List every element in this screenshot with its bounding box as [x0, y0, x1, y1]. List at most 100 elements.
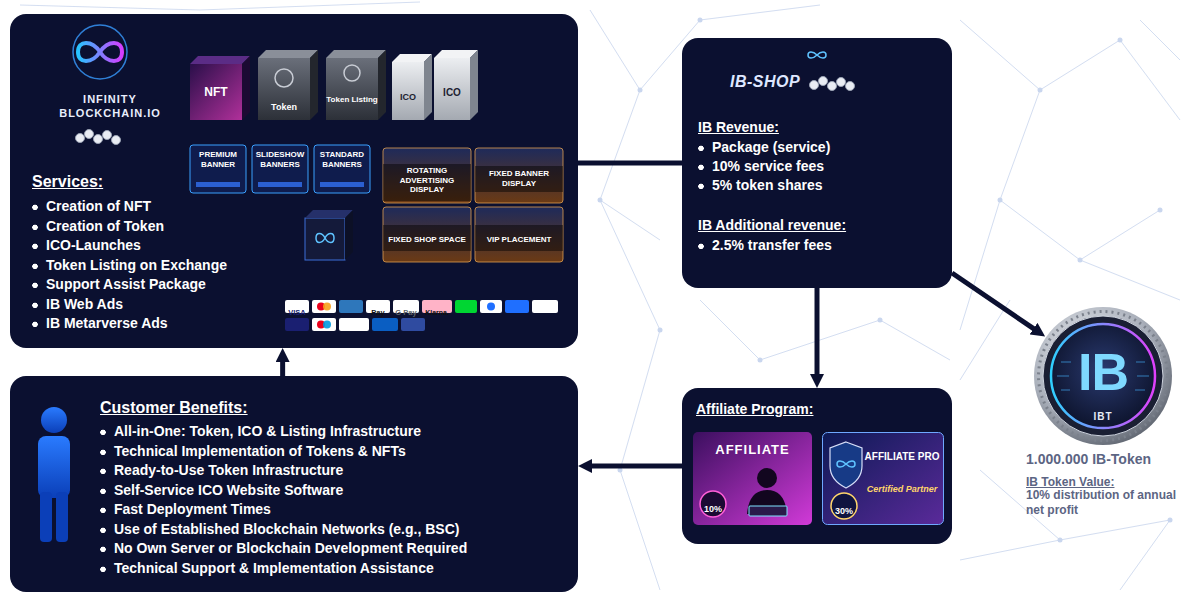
token-supply: 1.000.000 IB-Token	[1026, 451, 1151, 468]
text-slot: VIP PLACEMENT	[477, 228, 561, 246]
text-slot: G Pay	[393, 301, 419, 319]
panel-heading: Affiliate Program:	[696, 401, 813, 418]
text-slot: Ready-to-Use Token Infrastructure	[100, 461, 343, 479]
list-item: Fast Deployment Times	[100, 501, 271, 518]
affiliate-tile: AFFILIATE 10%	[693, 432, 812, 525]
list-item: Package (service)	[698, 139, 830, 156]
coin-symbol: IB	[1078, 346, 1128, 398]
flow-arrow	[952, 273, 1037, 331]
text-slot: Certified Partner	[864, 478, 940, 496]
section-heading: IB Additional revenue:	[698, 217, 846, 234]
text-slot: Support Assist Package	[32, 275, 206, 293]
affiliate-pro-tile: AFFILIATE PRO Certified Partner 30%	[822, 432, 944, 525]
text-slot: 5% token shares	[698, 176, 823, 194]
text-slot: SLIDESHOW BANNERS	[254, 150, 306, 171]
text-slot: Package (service)	[698, 138, 830, 156]
text-slot: Token	[258, 96, 310, 114]
text-slot: Fast Deployment Times	[100, 500, 271, 518]
banner-label: SLIDESHOW BANNERS	[254, 150, 306, 170]
text-slot: Pay	[366, 301, 390, 319]
list-item: Support Assist Package	[32, 276, 206, 293]
payment-logo: VISA	[288, 307, 306, 318]
list-item: Use of Established Blockchain Networks (…	[100, 521, 459, 538]
text-slot: IB-SHOP	[730, 72, 800, 91]
commission-rate: 10%	[704, 503, 722, 515]
text-slot: ICO	[392, 86, 424, 104]
box-label: ICO	[443, 87, 461, 99]
banner-tiles	[190, 145, 370, 193]
text-slot: IB Web Ads	[32, 295, 123, 313]
banner-label: PREMIUM BANNER	[192, 150, 244, 170]
token-value-note: 10% distribution of annual net profit	[1026, 488, 1176, 518]
list-item: Technical Support & Implementation Assis…	[100, 560, 434, 577]
panel-heading: Customer Benefits:	[100, 398, 248, 417]
text-slot: 1.000.000 IB-Token	[1026, 450, 1151, 468]
list-item: Technical Implementation of Tokens & NFT…	[100, 443, 406, 460]
panel-heading: Services:	[32, 172, 103, 191]
box-label: Token	[271, 102, 297, 113]
text-slot: 10% distribution of annual net profit	[1026, 488, 1176, 518]
display-label: FIXED BANNER DISPLAY	[477, 169, 561, 188]
list-item: IB Metarverse Ads	[32, 315, 168, 332]
text-slot: 30%	[828, 500, 860, 518]
text-slot: ICO	[434, 82, 470, 100]
text-slot: Klarna.	[422, 301, 452, 319]
payment-logos	[285, 300, 558, 331]
text-slot: 2.5% transfer fees	[698, 236, 832, 254]
text-slot: Affiliate Program:	[696, 400, 813, 418]
payment-logo: Klarna.	[425, 307, 449, 318]
text-slot: 10%	[697, 498, 729, 516]
text-slot: FIXED BANNER DISPLAY	[477, 169, 561, 190]
connector-line	[578, 161, 682, 166]
display-label: ROTATING ADVERTISING DISPLAY	[385, 166, 469, 195]
text-slot: Services:	[32, 172, 103, 191]
text-slot: Use of Established Blockchain Networks (…	[100, 520, 459, 538]
display-label: FIXED SHOP SPACE	[388, 235, 466, 245]
text-slot: STANDARD BANNERS	[316, 150, 368, 171]
list-item: No Own Server or Blockchain Development …	[100, 540, 467, 557]
list-item: Ready-to-Use Token Infrastructure	[100, 462, 343, 479]
services-panel: INFINITY BLOCKCHAIN.IO Services: Creation …	[10, 14, 578, 348]
text-slot: IB Metarverse Ads	[32, 314, 168, 332]
list-item: Creation of NFT	[32, 198, 151, 215]
text-slot: ROTATING ADVERTISING DISPLAY	[385, 166, 469, 196]
list-item: IB Web Ads	[32, 296, 123, 313]
text-slot: IBT	[1033, 406, 1173, 424]
flow-arrow	[588, 464, 682, 469]
list-item: 2.5% transfer fees	[698, 237, 832, 254]
text-slot: VISA	[285, 301, 309, 319]
list-item: Token Listing on Exchange	[32, 257, 227, 274]
text-slot: ICO-Launches	[32, 236, 141, 254]
display-label: VIP PLACEMENT	[487, 235, 552, 245]
shop-panel: IB-SHOPIB Revenue:Package (service)10% s…	[682, 38, 952, 288]
token-value-heading: IB Token Value:	[1026, 475, 1114, 490]
display-tiles	[383, 148, 563, 262]
text-slot: Token Listing	[326, 88, 378, 106]
text-slot: Technical Support & Implementation Assis…	[100, 559, 434, 577]
text-slot: 10% service fees	[698, 157, 824, 175]
list-item: ICO-Launches	[32, 237, 141, 254]
brand-name: INFINITY BLOCKCHAIN.IO	[52, 92, 168, 121]
tile-subtitle: Certified Partner	[867, 484, 938, 495]
text-slot: AFFILIATE	[693, 440, 812, 458]
list-item: Creation of Token	[32, 218, 164, 235]
product-boxes	[190, 50, 478, 120]
banner-label: STANDARD BANNERS	[316, 150, 368, 170]
text-slot: AFFILIATE PRO	[864, 446, 940, 464]
text-slot: Self-Service ICO Website Software	[100, 481, 343, 499]
text-slot: Creation of Token	[32, 217, 164, 235]
benefits-panel: Customer Benefits: All-in-One: Token, ICO…	[10, 376, 578, 592]
affiliate-panel: Affiliate Program: AFFILIATE 10% AFFILIAT…	[682, 388, 952, 544]
commission-rate: 30%	[835, 505, 853, 517]
text-slot: No Own Server or Blockchain Development …	[100, 539, 467, 557]
list-item: 10% service fees	[698, 158, 824, 175]
tile-title: AFFILIATE	[715, 442, 789, 458]
list-item: Self-Service ICO Website Software	[100, 482, 343, 499]
text-slot: Customer Benefits:	[100, 398, 248, 417]
text-slot: PREMIUM BANNER	[192, 150, 244, 171]
flow-arrow	[280, 358, 285, 376]
text-slot: All-in-One: Token, ICO & Listing Infrast…	[100, 422, 421, 440]
text-slot: IB Additional revenue:	[698, 216, 846, 234]
